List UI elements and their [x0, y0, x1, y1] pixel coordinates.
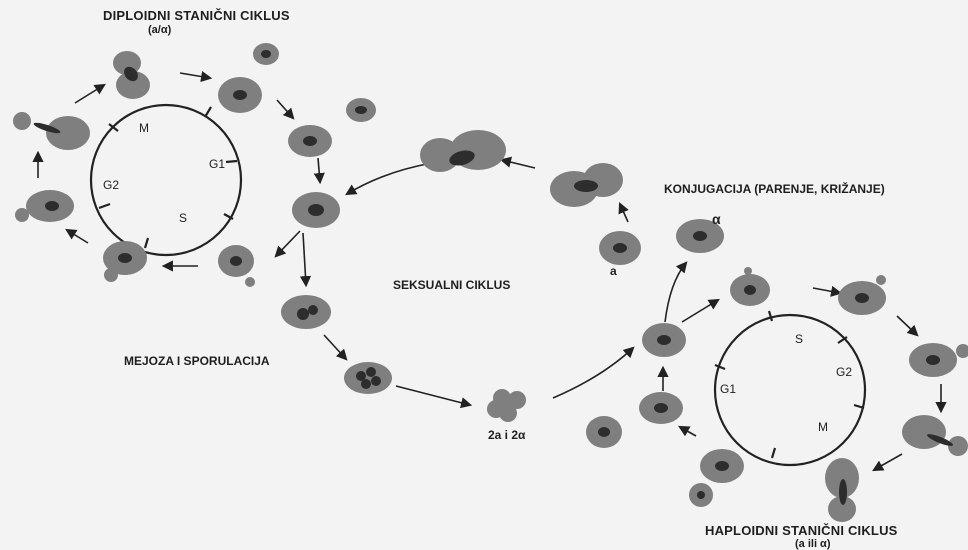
arrow [303, 233, 306, 285]
diploid-phase-g2: G2 [103, 179, 119, 191]
yeast-cell [103, 241, 147, 282]
yeast-cell [730, 267, 770, 306]
arrow [502, 160, 535, 168]
arrow [180, 73, 210, 78]
yeast-cell [909, 343, 968, 377]
arrow [277, 100, 293, 118]
ascus [344, 362, 392, 394]
arrow [318, 158, 320, 182]
yeast-cell [288, 98, 376, 157]
yeast-cell [218, 43, 279, 113]
yeast-cell [825, 458, 859, 522]
arrow [897, 316, 917, 335]
yeast-cell [902, 415, 968, 456]
yeast-cell [15, 190, 74, 222]
diploid-cycle-subtitle: (a/α) [148, 25, 171, 36]
arrow [347, 163, 432, 194]
yeast-cell [550, 163, 623, 207]
arrow [553, 348, 633, 398]
arrow [682, 300, 718, 322]
haploid-clock-circle [715, 315, 865, 465]
arrow [874, 454, 902, 470]
diploid-tick [99, 204, 110, 208]
diploid-phase-m: M [139, 122, 149, 134]
yeast-cell [13, 112, 90, 150]
yeast-cell [639, 392, 683, 424]
arrow [75, 85, 104, 103]
haploid-cycle-clock [715, 311, 865, 465]
yeast-cell [218, 245, 255, 287]
mating-type-a-label: a [610, 265, 617, 277]
haploid-phase-g2: G2 [836, 366, 852, 378]
arrow [324, 335, 346, 359]
yeast-cell [838, 275, 886, 315]
arrow [620, 204, 628, 222]
arrow [680, 427, 696, 436]
diploid-cycle-title: DIPLOIDNI STANIČNI CIKLUS [103, 9, 290, 22]
conjugation-label: KONJUGACIJA (PARENJE, KRIŽANJE) [664, 183, 885, 195]
yeast-cell [292, 192, 340, 228]
diploid-tick [226, 161, 237, 162]
haploid-phase-m: M [818, 421, 828, 433]
haploid-phase-s: S [795, 333, 803, 345]
diploid-tick [205, 107, 211, 117]
spores-label: 2a i 2α [488, 429, 525, 441]
diploid-tick [145, 238, 148, 248]
arrow [813, 288, 840, 293]
sexual-cycle-label: SEKSUALNI CIKLUS [393, 279, 510, 291]
arrow [67, 230, 88, 243]
yeast-cell [281, 295, 331, 329]
yeast-cell [689, 449, 744, 507]
haploid-tick [772, 448, 775, 458]
yeast-cell [113, 51, 150, 99]
spores [487, 389, 526, 422]
haploid-cycle-subtitle: (a ili α) [795, 539, 831, 550]
yeast-cell [642, 323, 686, 357]
yeast-cell [586, 416, 622, 448]
mating-type-alpha-label: α [712, 212, 721, 226]
arrow [665, 263, 686, 322]
arrow [276, 231, 300, 256]
diploid-phase-s: S [179, 212, 187, 224]
haploid-tick [769, 311, 772, 321]
diploid-phase-g1: G1 [209, 158, 225, 170]
haploid-cycle-title: HAPLOIDNI STANIČNI CIKLUS [705, 524, 898, 537]
arrow [396, 386, 470, 405]
haploid-phase-g1: G1 [720, 383, 736, 395]
yeast-cell [420, 130, 506, 172]
yeast-cell [599, 231, 641, 265]
meiosis-sporulation-label: MEJOZA I SPORULACIJA [124, 355, 270, 367]
